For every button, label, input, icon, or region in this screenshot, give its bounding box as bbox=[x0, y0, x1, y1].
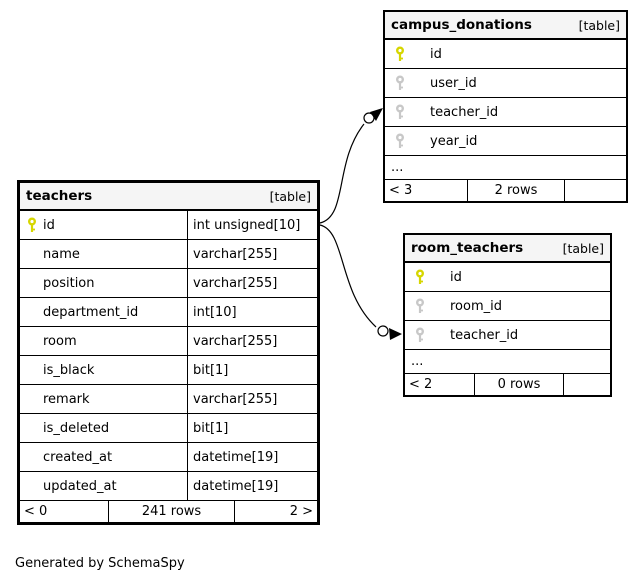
column-type: varchar[255] bbox=[193, 246, 278, 262]
table-room-teachers[interactable]: room_teachers [table] id room_id teacher… bbox=[403, 233, 612, 397]
degrees-link-left[interactable]: < 3 bbox=[389, 183, 413, 198]
ellipsis-label: ... bbox=[391, 160, 404, 175]
table-header: teachers [table] bbox=[20, 183, 317, 210]
relationship-line-teachers-campus-donations bbox=[319, 123, 365, 224]
table-teachers[interactable]: teachers [table] id int unsigned[10] nam… bbox=[17, 180, 320, 525]
column-type: varchar[255] bbox=[193, 333, 278, 349]
column-type: varchar[255] bbox=[193, 391, 278, 407]
column-row-id[interactable]: id bbox=[385, 39, 626, 68]
table-type-label: [table] bbox=[578, 17, 620, 33]
table-footer: < 0 241 rows 2 > bbox=[20, 500, 317, 522]
column-name: year_id bbox=[430, 133, 478, 149]
column-name: id bbox=[43, 217, 55, 233]
column-row-department-id[interactable]: department_id int[10] bbox=[20, 297, 317, 326]
column-type: datetime[19] bbox=[193, 478, 279, 494]
table-name[interactable]: teachers bbox=[26, 188, 93, 204]
table-name[interactable]: campus_donations bbox=[391, 17, 532, 33]
column-row-year-id[interactable]: year_id bbox=[385, 126, 626, 155]
column-name: remark bbox=[43, 391, 90, 407]
column-name: teacher_id bbox=[430, 104, 499, 120]
degrees-link-left[interactable]: < 0 bbox=[24, 504, 48, 519]
column-row-is-deleted[interactable]: is_deleted bit[1] bbox=[20, 413, 317, 442]
column-type: varchar[255] bbox=[193, 275, 278, 291]
relationship-circle-room-teachers bbox=[377, 325, 389, 337]
column-name: id bbox=[430, 46, 442, 62]
table-type-label: [table] bbox=[269, 188, 311, 204]
table-header: campus_donations [table] bbox=[385, 12, 626, 39]
column-name: position bbox=[43, 275, 95, 291]
column-row-id[interactable]: id bbox=[405, 262, 610, 291]
table-type-label: [table] bbox=[562, 240, 604, 256]
column-name: id bbox=[450, 269, 462, 285]
foreign-key-icon bbox=[395, 133, 405, 149]
foreign-key-icon bbox=[395, 104, 405, 120]
column-row-remark[interactable]: remark varchar[255] bbox=[20, 384, 317, 413]
degrees-link-right[interactable]: 2 > bbox=[289, 504, 313, 519]
table-name[interactable]: room_teachers bbox=[411, 240, 524, 256]
relationship-arrow-campus-donations bbox=[370, 108, 383, 121]
column-row-user-id[interactable]: user_id bbox=[385, 68, 626, 97]
row-count: 0 rows bbox=[474, 374, 564, 395]
ellipsis-label: ... bbox=[411, 354, 424, 369]
row-count: 2 rows bbox=[467, 180, 565, 201]
foreign-key-icon bbox=[415, 327, 425, 343]
column-type: int[10] bbox=[193, 304, 237, 320]
table-footer: < 2 0 rows bbox=[405, 373, 610, 395]
table-campus-donations[interactable]: campus_donations [table] id user_id teac… bbox=[383, 10, 628, 203]
degrees-link-right[interactable] bbox=[564, 374, 610, 395]
column-name: updated_at bbox=[43, 478, 117, 494]
column-name: is_deleted bbox=[43, 420, 110, 436]
column-name: department_id bbox=[43, 304, 139, 320]
primary-key-icon bbox=[27, 217, 37, 233]
column-name: room_id bbox=[450, 298, 502, 314]
primary-key-icon bbox=[395, 46, 405, 62]
row-count: 241 rows bbox=[108, 501, 235, 522]
column-row-created-at[interactable]: created_at datetime[19] bbox=[20, 442, 317, 471]
column-row-teacher-id[interactable]: teacher_id bbox=[405, 320, 610, 349]
column-row-room-id[interactable]: room_id bbox=[405, 291, 610, 320]
column-type: int unsigned[10] bbox=[193, 217, 301, 233]
columns-ellipsis-row: ... bbox=[405, 349, 610, 373]
degrees-link-left[interactable]: < 2 bbox=[409, 377, 433, 392]
degrees-link-right[interactable] bbox=[565, 180, 626, 201]
column-row-position[interactable]: position varchar[255] bbox=[20, 268, 317, 297]
foreign-key-icon bbox=[395, 75, 405, 91]
column-row-id[interactable]: id int unsigned[10] bbox=[20, 210, 317, 239]
columns-ellipsis-row: ... bbox=[385, 155, 626, 179]
table-header: room_teachers [table] bbox=[405, 235, 610, 262]
column-name: name bbox=[43, 246, 80, 262]
relationship-arrow-room-teachers bbox=[389, 328, 402, 340]
generated-by-note: Generated by SchemaSpy bbox=[15, 556, 185, 571]
column-name: is_black bbox=[43, 362, 95, 378]
foreign-key-icon bbox=[415, 298, 425, 314]
column-name: room bbox=[43, 333, 77, 349]
column-row-updated-at[interactable]: updated_at datetime[19] bbox=[20, 471, 317, 500]
column-type: bit[1] bbox=[193, 362, 229, 378]
column-row-room[interactable]: room varchar[255] bbox=[20, 326, 317, 355]
column-name: user_id bbox=[430, 75, 477, 91]
table-footer: < 3 2 rows bbox=[385, 179, 626, 201]
primary-key-icon bbox=[415, 269, 425, 285]
column-row-teacher-id[interactable]: teacher_id bbox=[385, 97, 626, 126]
column-type: bit[1] bbox=[193, 420, 229, 436]
column-row-is-black[interactable]: is_black bit[1] bbox=[20, 355, 317, 384]
column-type: datetime[19] bbox=[193, 449, 279, 465]
column-name: created_at bbox=[43, 449, 113, 465]
column-row-name[interactable]: name varchar[255] bbox=[20, 239, 317, 268]
column-name: teacher_id bbox=[450, 327, 519, 343]
relationship-line-teachers-room-teachers bbox=[319, 224, 377, 328]
